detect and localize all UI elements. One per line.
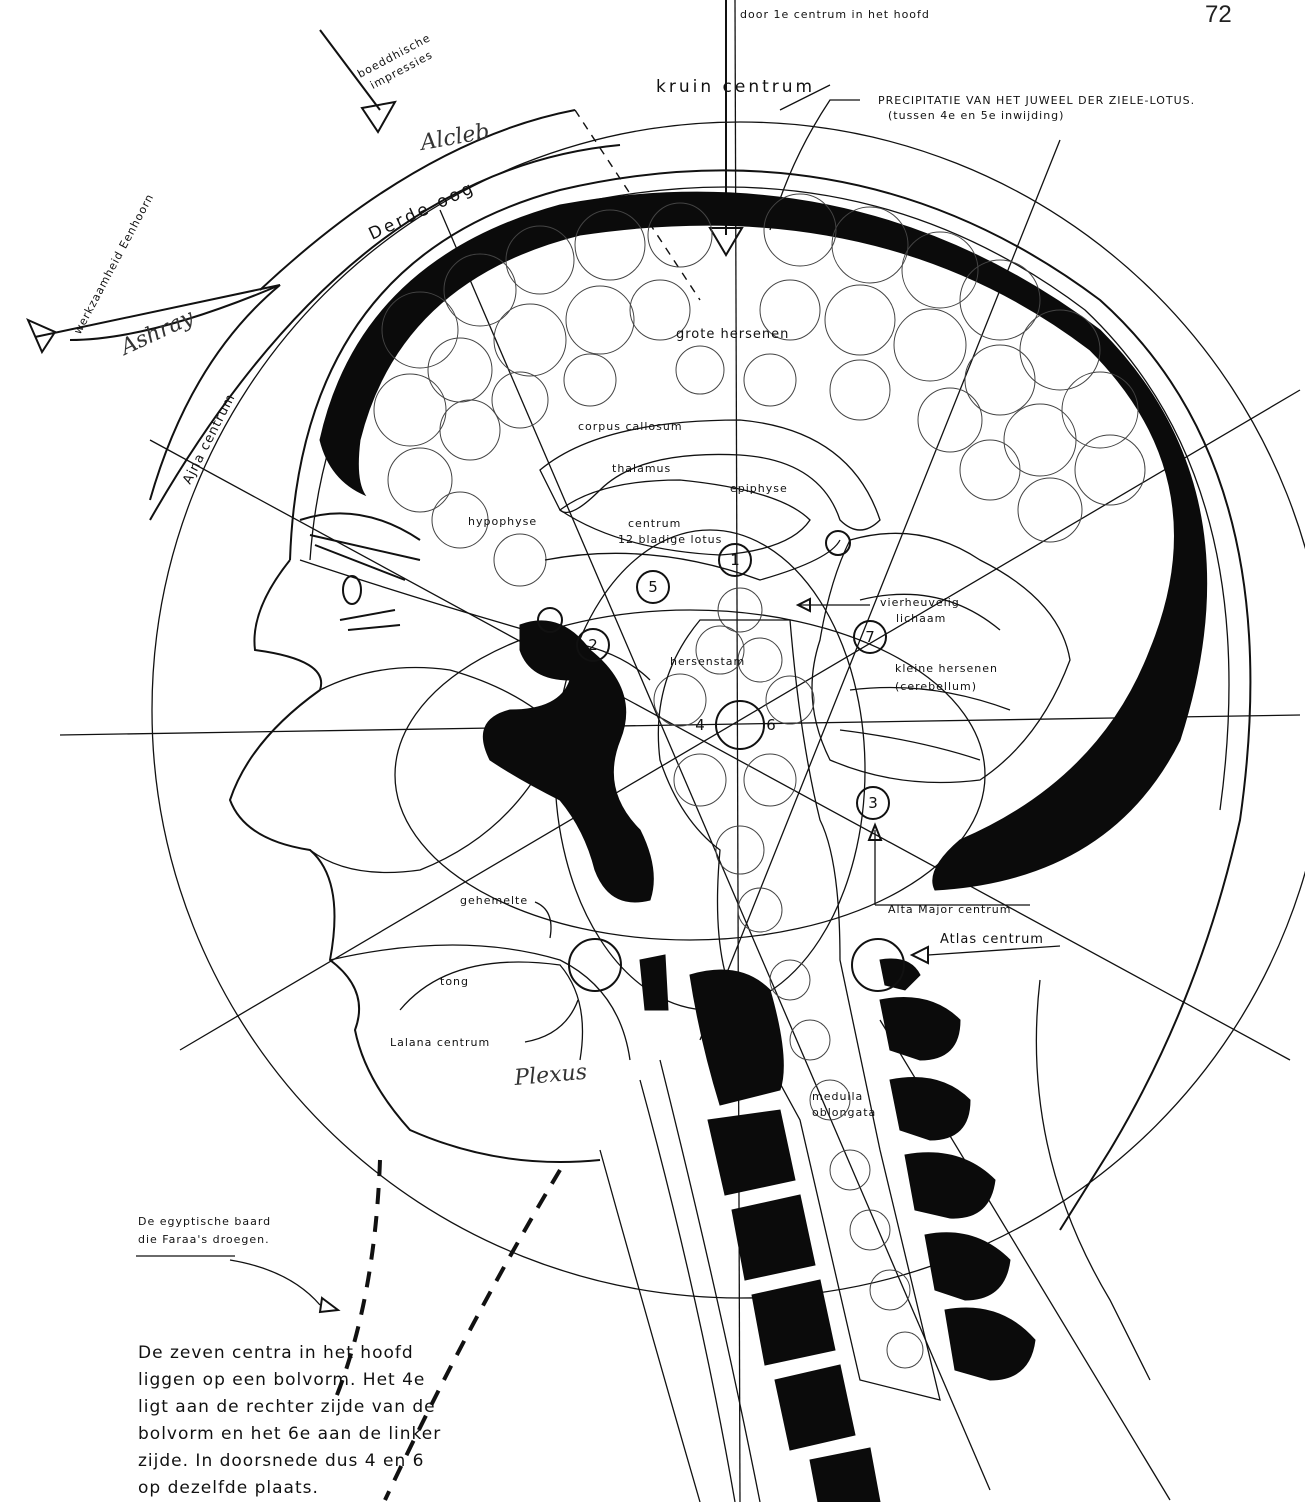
thalamus-label: thalamus <box>612 462 671 475</box>
center-5-label: 5 <box>648 578 658 596</box>
beard-arrow-icon <box>320 1298 338 1312</box>
precipitatie-label-2: (tussen 4e en 5e inwijding) <box>888 109 1064 122</box>
medulla-label-1: medulla <box>812 1090 863 1103</box>
gehemelte-label: gehemelte <box>460 894 528 907</box>
cerebellum-outline <box>812 533 1070 782</box>
eye-icon <box>343 576 361 604</box>
epiphyse-label: epiphyse <box>730 482 788 495</box>
center-7-label: 7 <box>865 628 875 646</box>
caption-line-4: bolvorm en het 6e aan de linker <box>138 1424 441 1444</box>
caption-line-2: liggen op een bolvorm. Het 4e <box>138 1370 425 1390</box>
caption-line-6: op dezelfde plaats. <box>138 1478 319 1498</box>
corpus-callosum-label: corpus callosum <box>578 420 683 433</box>
page-number: 72 <box>1205 1 1232 28</box>
grote-hersenen-label: grote hersenen <box>676 327 789 342</box>
kruin-centrum-label: kruin centrum <box>656 77 815 97</box>
handwriting-bottom: Plexus <box>512 1060 588 1091</box>
beard-leader <box>230 1260 320 1305</box>
kleine-hersenen-label-2: (cerebellum) <box>895 680 977 693</box>
precipitatie-label-1: PRECIPITATIE VAN HET JUWEEL DER ZIELE-LO… <box>878 94 1195 107</box>
beard-line-front <box>335 1160 380 1400</box>
center-1-label: 1 <box>730 551 740 569</box>
center-2-label: 2 <box>588 636 598 654</box>
ventricle-line <box>545 540 840 580</box>
center-3-label: 3 <box>868 794 878 812</box>
egyptische-label-2: die Faraa's droegen. <box>138 1233 270 1246</box>
centrum-lotus-label-2: 12 bladige lotus <box>618 533 722 546</box>
derde-oog-label: Derde oog <box>366 178 479 245</box>
eye-hatching <box>340 610 400 630</box>
vierheuvelig-label-2: lichaam <box>896 612 946 625</box>
hersenstam-label: hersenstam <box>670 655 745 668</box>
caption-line-3: ligt aan de rechter zijde van de <box>138 1397 436 1417</box>
corpus-callosum-shape <box>540 420 880 530</box>
top-arrow-label: door 1e centrum in het hoofd <box>740 8 930 21</box>
lalana-centrum-label: Lalana centrum <box>390 1036 490 1049</box>
lalana-leader <box>525 1000 578 1042</box>
atlas-underline <box>928 946 1060 955</box>
center-4-6-marker <box>716 701 764 749</box>
atlas-centrum-label: Atlas centrum <box>940 932 1044 947</box>
vierheuvelig-label-1: vierheuvelig <box>880 596 960 609</box>
caption-line-1: De zeven centra in het hoofd <box>138 1343 414 1363</box>
center-6-label: 6 <box>766 716 776 734</box>
centrum-lotus-label-1: centrum <box>628 517 681 530</box>
tong-label: tong <box>440 975 469 988</box>
lalana-marker <box>569 939 621 991</box>
alta-major-label: Alta Major centrum <box>888 903 1011 916</box>
hypophyse-label: hypophyse <box>468 515 537 528</box>
medulla-label-2: oblongata <box>812 1106 876 1119</box>
center-4-label: 4 <box>695 716 705 734</box>
kleine-hersenen-label-1: kleine hersenen <box>895 662 998 675</box>
vertebrae <box>640 955 1035 1502</box>
atlas-arrow-icon <box>912 947 928 963</box>
egyptische-label-1: De egyptische baard <box>138 1215 271 1228</box>
handwriting-left: Ashray <box>115 305 198 361</box>
caption-line-5: zijde. In doorsnede dus 4 en 6 <box>138 1451 424 1471</box>
